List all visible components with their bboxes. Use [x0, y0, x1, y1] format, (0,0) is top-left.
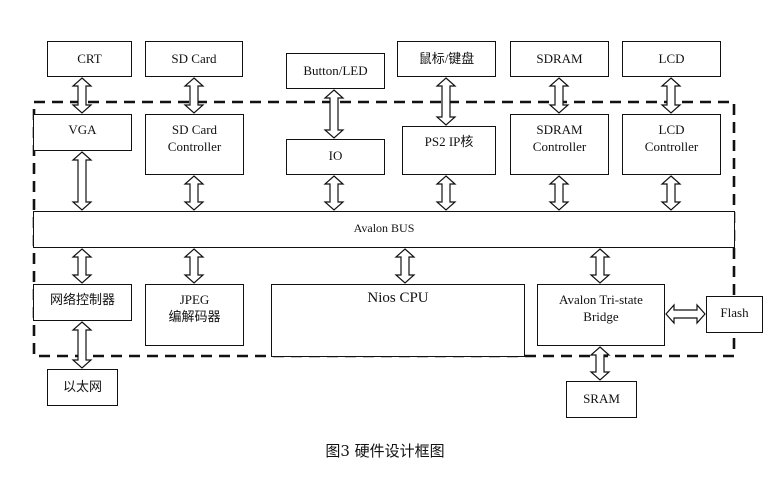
arrow-io-bus	[323, 175, 345, 211]
arrow-vga-bus	[71, 151, 93, 211]
tristate-bridge-box: Avalon Tri-state Bridge	[537, 284, 665, 346]
vga-label: VGA	[68, 122, 97, 137]
flash-label: Flash	[720, 305, 749, 320]
arrow-network-ethernet	[71, 321, 93, 369]
sram-box: SRAM	[566, 381, 637, 418]
arrow-button-io	[323, 89, 345, 139]
lcd-controller-box: LCD Controller	[622, 114, 721, 175]
sd-controller-label-2: Controller	[167, 139, 222, 154]
lcd-controller-label-2: Controller	[644, 139, 699, 154]
ethernet-label: 以太网	[62, 379, 102, 394]
jpeg-box: JPEG 编解码器	[145, 284, 244, 346]
avalon-bus: Avalon BUS	[33, 211, 735, 248]
arrow-sdramcontroller-bus	[548, 175, 570, 211]
arrow-ps2-bus	[435, 175, 457, 211]
jpeg-label-2: 编解码器	[168, 309, 221, 324]
arrow-lcdcontroller-bus	[660, 175, 682, 211]
arrow-bus-jpeg	[183, 248, 205, 284]
lcd-box: LCD	[622, 41, 721, 77]
arrow-sdcontroller-bus	[183, 175, 205, 211]
arrows-group	[71, 77, 706, 381]
arrow-bridge-flash	[665, 303, 706, 325]
arrow-keyboard-ps2	[435, 77, 457, 126]
jpeg-label-1: JPEG	[179, 292, 210, 307]
arrow-lcd-controller	[660, 77, 682, 114]
arrow-bus-nios	[394, 248, 416, 284]
crt-box: CRT	[47, 41, 132, 77]
ps2-label: PS2 IP核	[424, 134, 474, 149]
mouse-keyboard-label: 鼠标/键盘	[418, 51, 475, 66]
flash-box: Flash	[706, 296, 763, 333]
sdram-label: SDRAM	[536, 51, 583, 66]
sram-label: SRAM	[583, 391, 620, 406]
lcd-label: LCD	[658, 51, 685, 66]
tristate-bridge-label-1: Avalon Tri-state	[559, 292, 643, 307]
sd-controller-box: SD Card Controller	[145, 114, 244, 175]
ethernet-box: 以太网	[47, 369, 118, 406]
sdram-controller-box: SDRAM Controller	[510, 114, 609, 175]
sdram-box: SDRAM	[510, 41, 609, 77]
figure-caption: 图3 硬件设计框图	[325, 442, 445, 460]
crt-label: CRT	[77, 51, 102, 66]
network-controller-label: 网络控制器	[49, 292, 115, 307]
nios-cpu-label: Nios CPU	[367, 290, 429, 306]
arrow-sdram-controller	[548, 77, 570, 114]
sd-card-box: SD Card	[145, 41, 243, 77]
sdram-controller-label-2: Controller	[532, 139, 587, 154]
network-controller-box: 网络控制器	[33, 284, 132, 321]
tristate-bridge-label-2: Bridge	[583, 309, 619, 324]
sd-card-label: SD Card	[171, 51, 217, 66]
arrow-bus-bridge	[589, 248, 611, 284]
lcd-controller-label-1: LCD	[658, 122, 685, 137]
io-label: IO	[328, 148, 343, 163]
ps2-box: PS2 IP核	[402, 126, 496, 175]
sdram-controller-label-1: SDRAM	[536, 122, 583, 137]
arrow-sdcard-controller	[183, 77, 205, 114]
io-box: IO	[286, 139, 385, 175]
arrow-bus-network	[71, 248, 93, 284]
vga-box: VGA	[33, 114, 132, 151]
sd-controller-label-1: SD Card	[171, 122, 218, 137]
nios-cpu-box: Nios CPU	[271, 284, 525, 357]
button-led-label: Button/LED	[303, 63, 368, 78]
arrow-bridge-sram	[589, 346, 611, 381]
button-led-box: Button/LED	[286, 53, 385, 89]
avalon-bus-label: Avalon BUS	[353, 221, 415, 235]
arrow-crt-vga	[71, 77, 93, 114]
mouse-keyboard-box: 鼠标/键盘	[397, 41, 496, 77]
